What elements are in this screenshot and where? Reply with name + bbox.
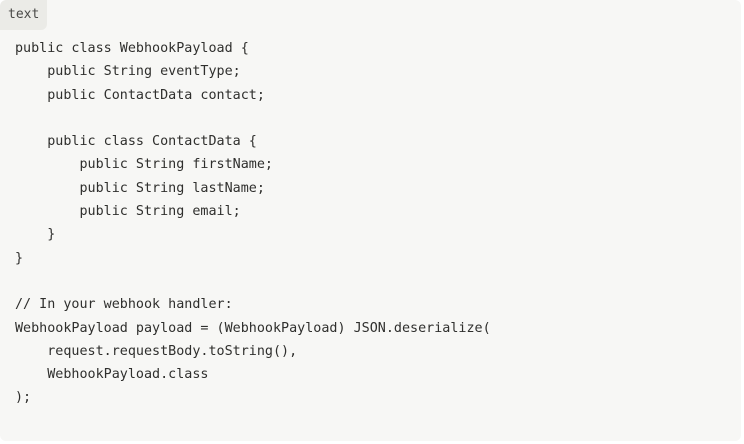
- code-line-1: public class WebhookPayload {: [15, 41, 249, 56]
- code-line-14: request.requestBody.toString(),: [15, 343, 298, 359]
- code-line-10: }: [15, 250, 24, 266]
- code-line-8: public String email;: [15, 204, 241, 220]
- code-line-4: [15, 107, 731, 130]
- code-line-5: public class ContactData {: [15, 134, 257, 150]
- code-line-15: WebhookPayload.class: [15, 367, 209, 383]
- code-content[interactable]: public class WebhookPayload { public Str…: [15, 37, 731, 410]
- code-language-label: text: [0, 0, 48, 30]
- code-line-16: );: [15, 390, 32, 406]
- code-line-7: public String lastName;: [15, 180, 265, 196]
- code-line-6: public String firstName;: [15, 157, 273, 173]
- code-line-12: // In your webhook handler:: [15, 297, 233, 313]
- code-line-9: }: [15, 227, 56, 243]
- code-line-11: [15, 270, 731, 293]
- code-line-2: public String eventType;: [15, 64, 241, 80]
- code-line-13: WebhookPayload payload = (WebhookPayload…: [15, 320, 491, 336]
- code-line-3: public ContactData contact;: [15, 87, 265, 103]
